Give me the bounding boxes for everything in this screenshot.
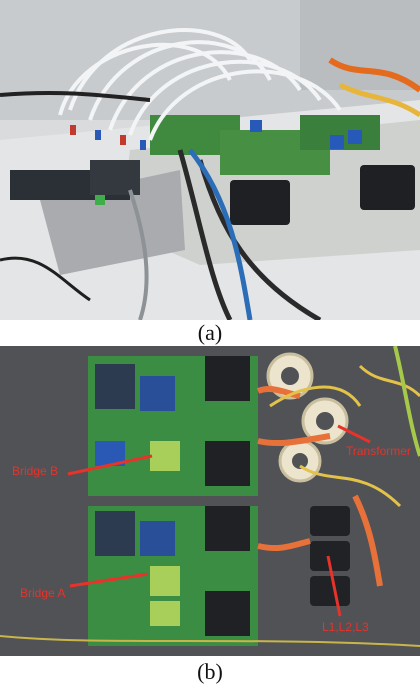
caption-b: (b): [197, 659, 223, 684]
bridge-a-arrow: [69, 572, 149, 588]
label-bridge-b: Bridge B: [12, 464, 59, 478]
inductor-l3: [310, 576, 350, 606]
cooling-fan-1: [230, 180, 290, 225]
label-bridge-a: Bridge A: [20, 586, 66, 600]
photo-panel-b: Bridge B Bridge A Transformer L1,L2,L3: [0, 346, 420, 656]
inductor-l1: [310, 506, 350, 536]
photo-panel-a: [0, 0, 420, 320]
label-transformer: Transformer: [346, 444, 411, 458]
caption-a: (a): [197, 320, 223, 345]
label-inductors: L1,L2,L3: [322, 620, 369, 634]
inductor-l2: [310, 541, 350, 571]
bridge-b-arrow: [67, 454, 153, 476]
cooling-fan-2: [360, 165, 415, 210]
bench-setup-photo: [0, 0, 420, 320]
inductor-arrow: [326, 555, 342, 617]
annotated-hardware-photo: [0, 346, 420, 656]
transformer-arrow: [337, 424, 371, 444]
